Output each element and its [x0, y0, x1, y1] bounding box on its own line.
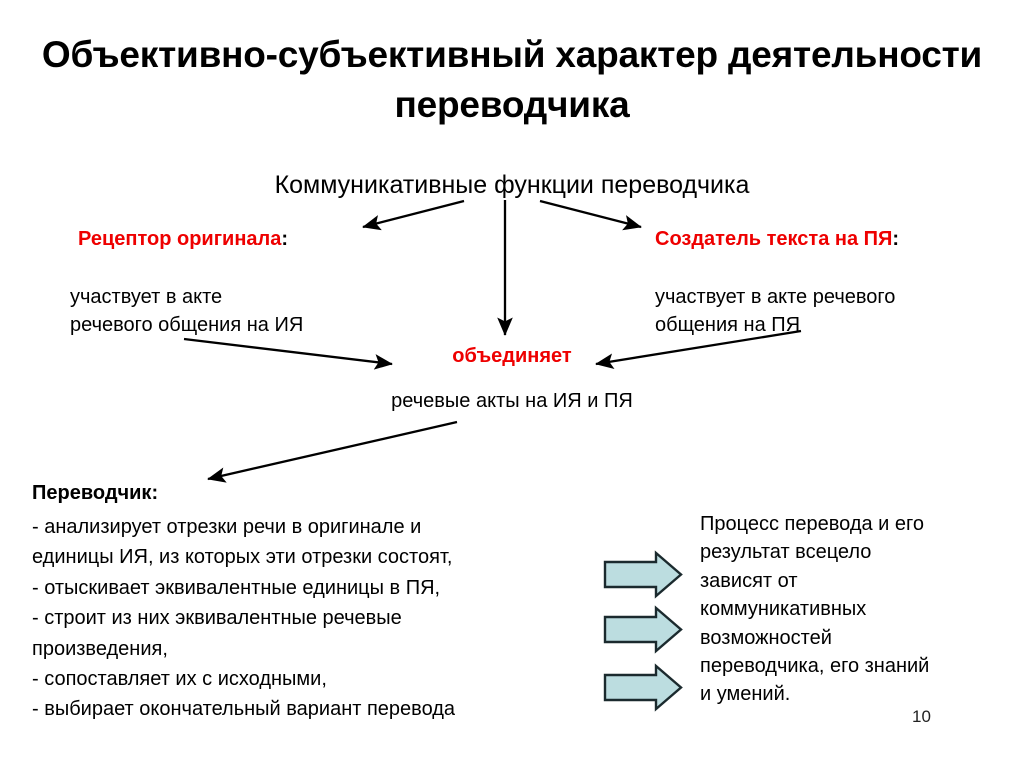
center-object: речевые акты на ИЯ и ПЯ — [391, 390, 633, 412]
branch-left-body: участвует в акте речевого общения на ИЯ — [70, 286, 304, 337]
page-title: Объективно-субъективный характер деятель… — [41, 34, 983, 125]
block-arrow-1-icon — [603, 550, 683, 599]
translator-heading-text: Переводчик — [32, 482, 152, 504]
arrow-subtitle-to-left — [362, 199, 465, 231]
list-item: - строит из них эквивалентные речевые пр… — [32, 607, 402, 660]
arrow-center-to-translator — [207, 420, 458, 483]
arrow-subtitle-to-right — [539, 199, 642, 231]
block-arrow-3-icon — [603, 663, 683, 712]
list-item: - выбирает окончательный вариант перевод… — [32, 698, 456, 721]
branch-left-heading-colon: : — [281, 228, 289, 250]
list-item: - отыскивает эквивалентные единицы в ПЯ, — [32, 576, 441, 599]
conclusion-text: Процесс перевода и его результат всецело… — [700, 513, 930, 706]
list-item: - анализирует отрезки речи в оригинале и… — [32, 516, 453, 569]
branch-left-heading: Рецептор оригинала: — [78, 228, 288, 251]
translator-heading: Переводчик: — [32, 482, 158, 505]
branch-left-heading-text: Рецептор оригинала — [78, 228, 282, 250]
branch-right-heading: Создатель текста на ПЯ: — [655, 228, 899, 251]
list-item: - сопоставляет их с исходными, — [32, 667, 327, 690]
block-arrow-2-icon — [603, 605, 683, 654]
page-number: 10 — [912, 707, 931, 726]
branch-right-heading-text: Создатель текста на ПЯ — [655, 228, 893, 250]
center-verb: объединяет — [452, 345, 572, 367]
subtitle: Коммуникативные функции переводчика — [274, 171, 750, 199]
translator-heading-colon: : — [151, 482, 159, 504]
branch-right-body: участвует в акте речевого общения на ПЯ — [655, 286, 896, 337]
branch-right-heading-colon: : — [892, 228, 900, 250]
translator-action-list: - анализирует отрезки речи в оригинале и… — [32, 512, 612, 725]
